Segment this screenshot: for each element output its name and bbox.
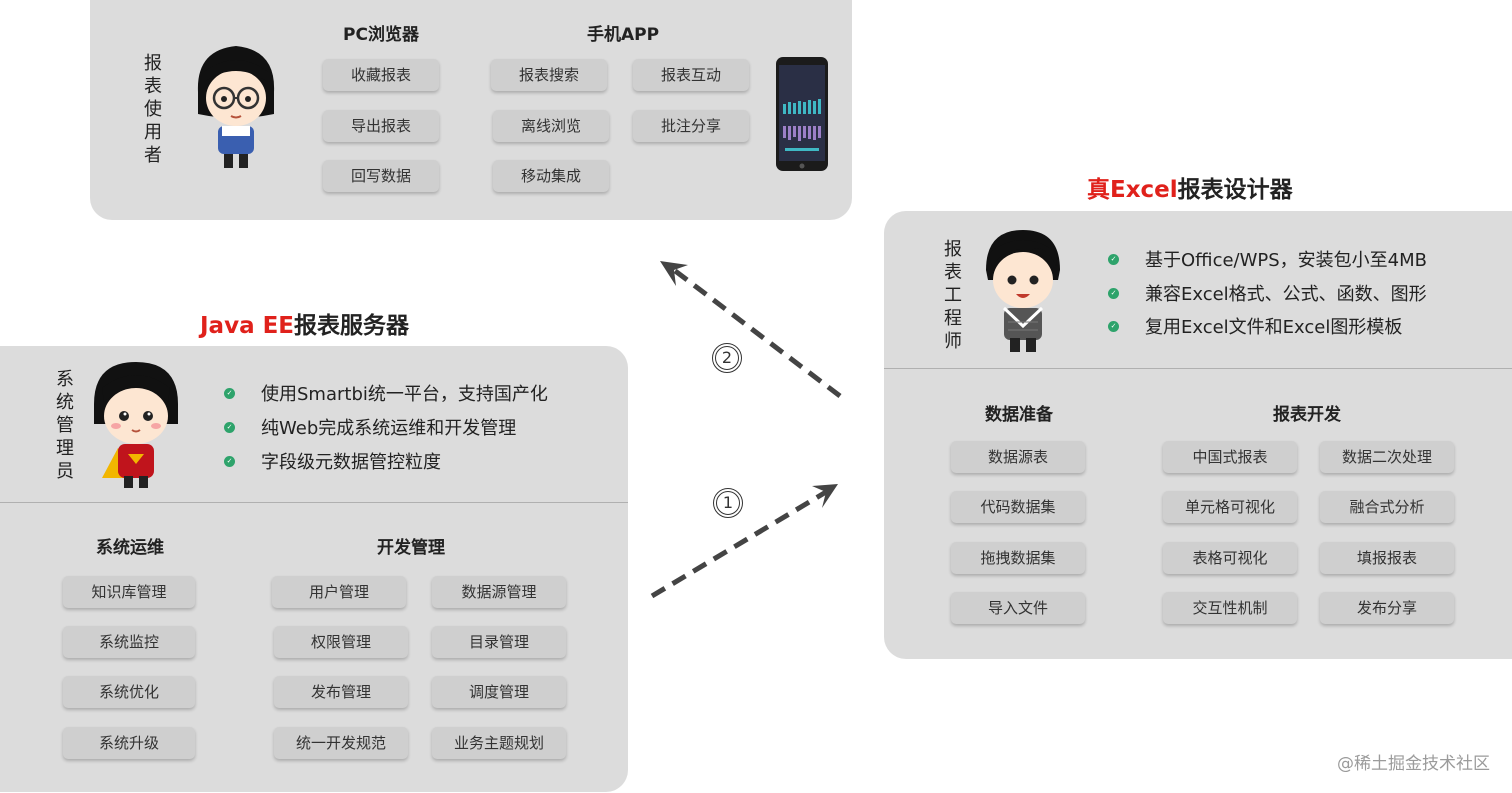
step-1-badge: 1 bbox=[713, 488, 743, 518]
report-interaction-button[interactable]: 报表互动 bbox=[633, 59, 749, 91]
step-2-badge: 2 bbox=[712, 343, 742, 373]
fusion-analysis-button[interactable]: 融合式分析 bbox=[1320, 491, 1454, 523]
publish-share-button[interactable]: 发布分享 bbox=[1320, 592, 1454, 624]
server-feature-2-text: 纯Web完成系统运维和开发管理 bbox=[261, 418, 517, 439]
report-user-avatar bbox=[197, 46, 275, 168]
check-icon: ✓ bbox=[224, 387, 235, 399]
report-designer-panel bbox=[884, 211, 1512, 659]
step-1-number: 1 bbox=[722, 493, 734, 512]
report-search-button[interactable]: 报表搜索 bbox=[491, 59, 607, 91]
server-feature-3-text: 字段级元数据管控粒度 bbox=[261, 452, 441, 473]
system-optimize-button[interactable]: 系统优化 bbox=[63, 676, 195, 708]
watermark: @稀土掘金技术社区 bbox=[1337, 754, 1490, 774]
mobile-phone-icon bbox=[776, 57, 828, 171]
catalog-mgmt-button[interactable]: 目录管理 bbox=[432, 626, 566, 658]
designer-feature-1: ✓ 基于Office/WPS，安装包小至4MB bbox=[1108, 246, 1427, 272]
publish-mgmt-button[interactable]: 发布管理 bbox=[274, 676, 408, 708]
arrow-head-2 bbox=[660, 261, 688, 286]
designer-feature-3: ✓ 复用Excel文件和Excel图形模板 bbox=[1108, 313, 1402, 339]
user-mgmt-button[interactable]: 用户管理 bbox=[272, 576, 406, 608]
schedule-mgmt-button[interactable]: 调度管理 bbox=[432, 676, 566, 708]
report-server-heading-accent: Java EE bbox=[200, 313, 295, 339]
permission-mgmt-button[interactable]: 权限管理 bbox=[274, 626, 408, 658]
cell-visualization-button[interactable]: 单元格可视化 bbox=[1163, 491, 1297, 523]
check-icon: ✓ bbox=[224, 421, 235, 433]
mobile-integration-button[interactable]: 移动集成 bbox=[493, 160, 609, 192]
dev-mgmt-title: 开发管理 bbox=[377, 538, 445, 558]
designer-feature-3-text: 复用Excel文件和Excel图形模板 bbox=[1145, 317, 1403, 338]
server-feature-2: ✓ 纯Web完成系统运维和开发管理 bbox=[224, 414, 516, 440]
business-topic-button[interactable]: 业务主题规划 bbox=[432, 727, 566, 759]
server-feature-3: ✓ 字段级元数据管控粒度 bbox=[224, 448, 441, 474]
code-dataset-button[interactable]: 代码数据集 bbox=[951, 491, 1085, 523]
dev-standard-button[interactable]: 统一开发规范 bbox=[274, 727, 408, 759]
drag-dataset-button[interactable]: 拖拽数据集 bbox=[951, 542, 1085, 574]
system-ops-title: 系统运维 bbox=[96, 538, 164, 558]
pc-browser-title: PC浏览器 bbox=[343, 25, 419, 45]
report-user-label: 报表使用者 bbox=[144, 53, 162, 166]
favorite-reports-button[interactable]: 收藏报表 bbox=[323, 59, 439, 91]
check-icon: ✓ bbox=[224, 455, 235, 467]
interaction-mechanism-button[interactable]: 交互性机制 bbox=[1163, 592, 1297, 624]
report-dev-title: 报表开发 bbox=[1273, 405, 1341, 425]
datasource-table-button[interactable]: 数据源表 bbox=[951, 441, 1085, 473]
report-engineer-avatar bbox=[986, 230, 1060, 352]
report-designer-heading-accent: 真Excel bbox=[1087, 177, 1178, 203]
knowledge-base-mgmt-button[interactable]: 知识库管理 bbox=[63, 576, 195, 608]
arrow-head-1 bbox=[812, 484, 838, 508]
mobile-app-title: 手机APP bbox=[586, 25, 660, 45]
data-prep-title: 数据准备 bbox=[985, 405, 1053, 425]
report-server-heading: Java EE报表服务器 bbox=[200, 306, 409, 340]
sysadmin-label: 系统管理员 bbox=[56, 369, 74, 482]
write-back-data-button[interactable]: 回写数据 bbox=[323, 160, 439, 192]
server-feature-1-text: 使用Smartbi统一平台，支持国产化 bbox=[261, 384, 548, 405]
report-designer-divider bbox=[884, 368, 1512, 369]
table-visualization-button[interactable]: 表格可视化 bbox=[1163, 542, 1297, 574]
offline-browse-button[interactable]: 离线浏览 bbox=[493, 110, 609, 142]
designer-feature-2: ✓ 兼容Excel格式、公式、函数、图形 bbox=[1108, 280, 1427, 306]
datasource-mgmt-button[interactable]: 数据源管理 bbox=[432, 576, 566, 608]
report-engineer-label: 报表工程师 bbox=[944, 239, 962, 352]
report-server-heading-text: 报表服务器 bbox=[294, 313, 410, 339]
check-icon: ✓ bbox=[1108, 287, 1119, 299]
export-reports-button[interactable]: 导出报表 bbox=[323, 110, 439, 142]
fill-report-button[interactable]: 填报报表 bbox=[1320, 542, 1454, 574]
import-file-button[interactable]: 导入文件 bbox=[951, 592, 1085, 624]
report-designer-heading: 真Excel报表设计器 bbox=[1087, 170, 1293, 204]
sysadmin-avatar bbox=[94, 362, 178, 488]
server-feature-1: ✓ 使用Smartbi统一平台，支持国产化 bbox=[224, 380, 548, 406]
system-monitor-button[interactable]: 系统监控 bbox=[63, 626, 195, 658]
arrow-designer-to-user bbox=[672, 268, 842, 398]
check-icon: ✓ bbox=[1108, 320, 1119, 332]
step-2-number: 2 bbox=[721, 348, 733, 367]
chinese-report-button[interactable]: 中国式报表 bbox=[1163, 441, 1297, 473]
data-reprocess-button[interactable]: 数据二次处理 bbox=[1320, 441, 1454, 473]
check-icon: ✓ bbox=[1108, 253, 1119, 265]
designer-feature-1-text: 基于Office/WPS，安装包小至4MB bbox=[1145, 250, 1428, 271]
arrow-server-to-designer bbox=[650, 489, 828, 599]
report-designer-heading-text: 报表设计器 bbox=[1177, 177, 1293, 203]
annotate-share-button[interactable]: 批注分享 bbox=[633, 110, 749, 142]
system-upgrade-button[interactable]: 系统升级 bbox=[63, 727, 195, 759]
designer-feature-2-text: 兼容Excel格式、公式、函数、图形 bbox=[1145, 284, 1427, 305]
report-server-divider bbox=[0, 502, 628, 503]
